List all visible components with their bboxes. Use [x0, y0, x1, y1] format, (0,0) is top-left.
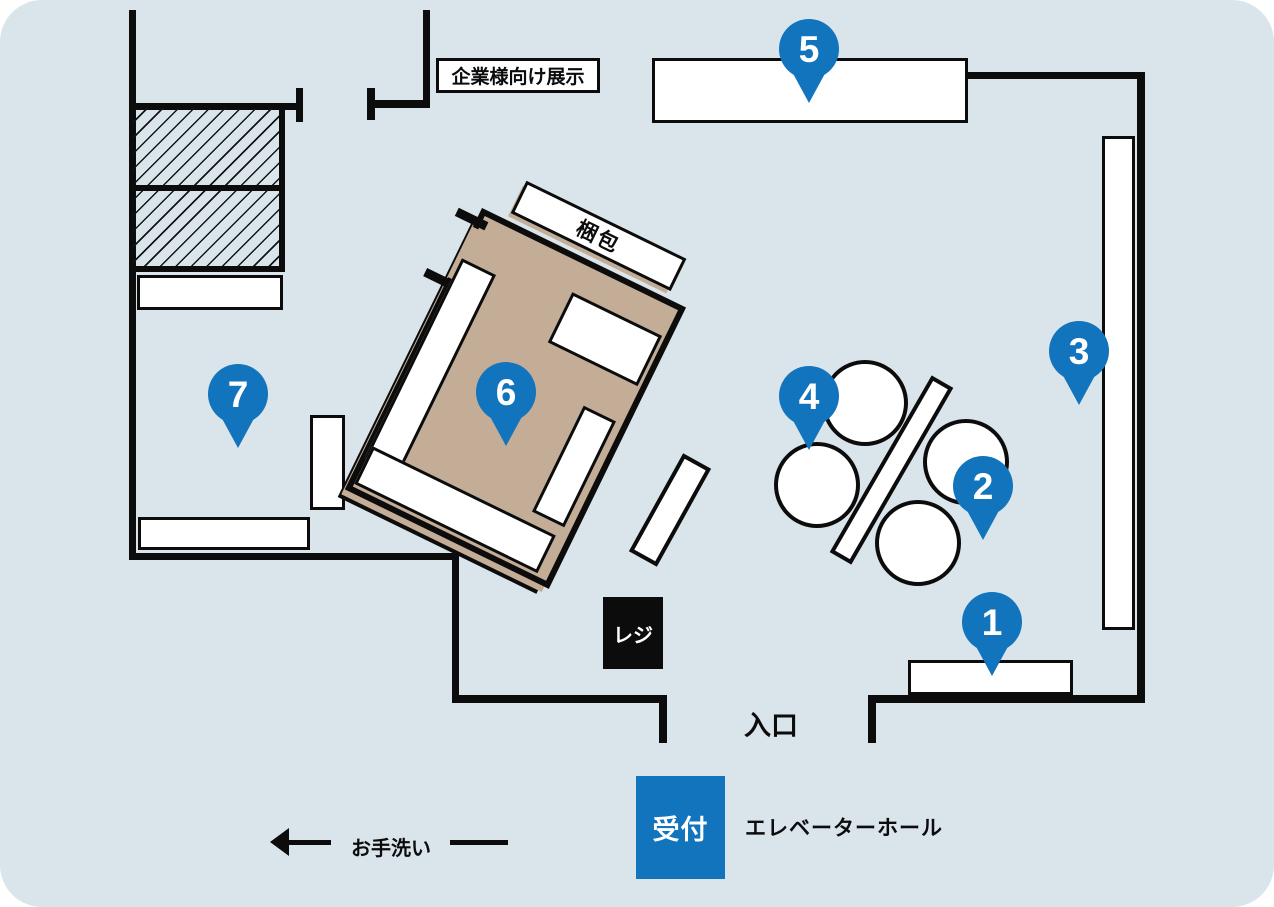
pin-number: 6: [496, 372, 517, 413]
elevator-hall-label: エレベーターホール: [745, 817, 943, 840]
shelf-area-7: [138, 517, 310, 550]
wall-top-mid-vertical: [423, 10, 430, 108]
map-pin-2[interactable]: 2: [952, 455, 1014, 541]
pin-number: 1: [982, 602, 1003, 643]
restroom-arrow-shaft: [287, 840, 331, 845]
booth-display-table: [547, 292, 663, 387]
round-table: [774, 442, 860, 528]
round-table: [875, 500, 961, 586]
entrance-label: 入口: [744, 711, 798, 741]
wall-entrance-right-stub: [868, 695, 876, 743]
side-shelf-vertical: [310, 415, 345, 510]
wall-bottom-left-horizontal: [129, 553, 459, 560]
reception-box: 受付: [636, 776, 725, 879]
map-pin-5[interactable]: 5: [778, 18, 840, 104]
storage-shelf: [137, 275, 283, 310]
pin-number: 4: [799, 376, 820, 417]
wall-bottom-right-horizontal: [868, 695, 1145, 703]
map-pin-3[interactable]: 3: [1048, 320, 1110, 406]
wall-door-tick-left: [296, 88, 303, 122]
wall-entrance-left-stub: [659, 695, 667, 743]
pin-number: 5: [799, 29, 820, 70]
restroom-label: お手洗い: [351, 838, 431, 860]
corporate-exhibit-label: 企業様向け展示: [436, 58, 600, 93]
wall-storage-top: [129, 103, 298, 110]
pin-number: 2: [973, 466, 994, 507]
map-pin-7[interactable]: 7: [207, 363, 269, 449]
register-box: レジ: [603, 597, 663, 669]
wall-top-mid-horizontal: [370, 100, 430, 108]
wall-top-right-horizontal: [968, 72, 1145, 79]
restroom-line: [450, 840, 508, 845]
wall-shelf-3: [1102, 136, 1135, 630]
map-pin-6[interactable]: 6: [475, 361, 537, 447]
hatched-storage-divider: [133, 185, 279, 191]
restroom-arrow-icon: [270, 828, 289, 856]
map-pin-4[interactable]: 4: [778, 365, 840, 451]
wall-entrance-left-horizontal: [452, 695, 667, 703]
map-pin-1[interactable]: 1: [961, 591, 1023, 677]
wall-center-vertical: [452, 553, 459, 700]
pin-number: 3: [1069, 331, 1090, 372]
wall-right-vertical: [1137, 72, 1145, 703]
wall-left: [129, 10, 136, 560]
pin-number: 7: [228, 374, 249, 415]
